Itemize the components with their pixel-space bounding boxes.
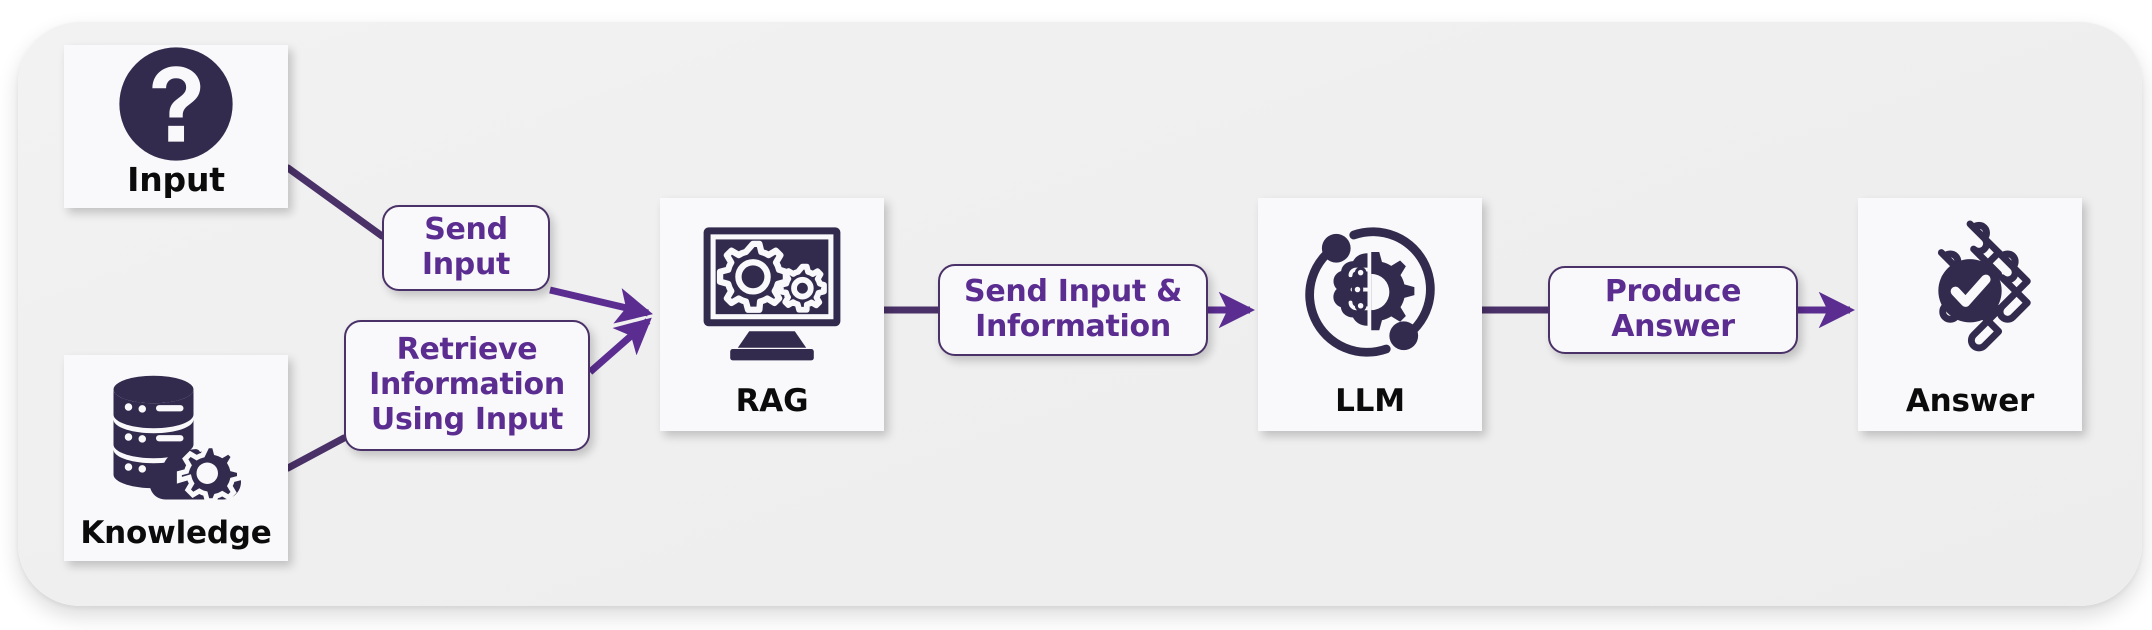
edge-label-send-input[interactable]: Send Input bbox=[382, 205, 550, 291]
edge-label-line: Send Input & bbox=[964, 274, 1182, 310]
edge-label-line: Information bbox=[369, 367, 565, 403]
edge-label-send-info[interactable]: Send Input & Information bbox=[938, 264, 1208, 356]
node-answer[interactable]: Answer bbox=[1858, 198, 2082, 431]
node-rag-label: RAG bbox=[735, 383, 809, 419]
node-answer-label: Answer bbox=[1905, 383, 2035, 419]
monitor-gears-icon bbox=[660, 198, 884, 386]
node-knowledge[interactable]: Knowledge bbox=[64, 355, 288, 561]
node-input[interactable]: Input bbox=[64, 45, 288, 208]
edge-label-line: Input bbox=[421, 247, 511, 282]
edge-label-line: Answer bbox=[1611, 309, 1735, 344]
edge-label-line: Information bbox=[975, 309, 1171, 344]
edge-label-line: Produce bbox=[1604, 274, 1742, 310]
node-rag[interactable]: RAG bbox=[660, 198, 884, 431]
edge-label-retrieve[interactable]: Retrieve Information Using Input bbox=[344, 320, 590, 451]
node-knowledge-label: Knowledge bbox=[80, 515, 272, 551]
edge-label-line: Send bbox=[424, 212, 508, 248]
question-mark-circle-icon bbox=[64, 45, 288, 163]
edge-label-line: Using Input bbox=[370, 401, 564, 437]
edge-label-line: Retrieve bbox=[396, 332, 538, 368]
node-input-label: Input bbox=[127, 160, 225, 199]
brain-gear-orbit-icon bbox=[1258, 198, 1482, 386]
edge-label-produce[interactable]: Produce Answer bbox=[1548, 266, 1798, 354]
node-llm-label: LLM bbox=[1335, 383, 1405, 419]
database-stack-cloud-gear-icon bbox=[64, 355, 288, 518]
puzzle-check-icon bbox=[1858, 198, 2082, 386]
node-llm[interactable]: LLM bbox=[1258, 198, 1482, 431]
